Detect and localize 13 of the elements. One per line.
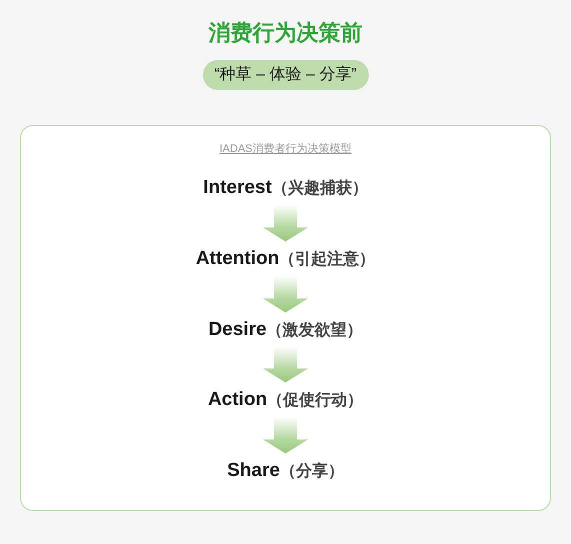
down-arrow [263,204,308,242]
stage-label: Attention（引起注意） [196,242,376,276]
down-arrow [263,416,308,454]
panel-heading: IADAS消费者行为决策模型 [220,142,352,156]
title: 消费行为决策前 [207,19,364,47]
stage-label: Share（分享） [227,454,344,488]
stage-label: Desire（激发欲望） [208,312,363,346]
down-arrow [263,276,308,312]
stage-label: Action（促使行动） [208,382,364,416]
model-panel [20,125,551,511]
tagline-pill: “种草 – 体验 – 分享” [202,60,369,90]
down-arrow [263,346,308,382]
stage-label: Interest（兴趣捕获） [203,170,368,204]
